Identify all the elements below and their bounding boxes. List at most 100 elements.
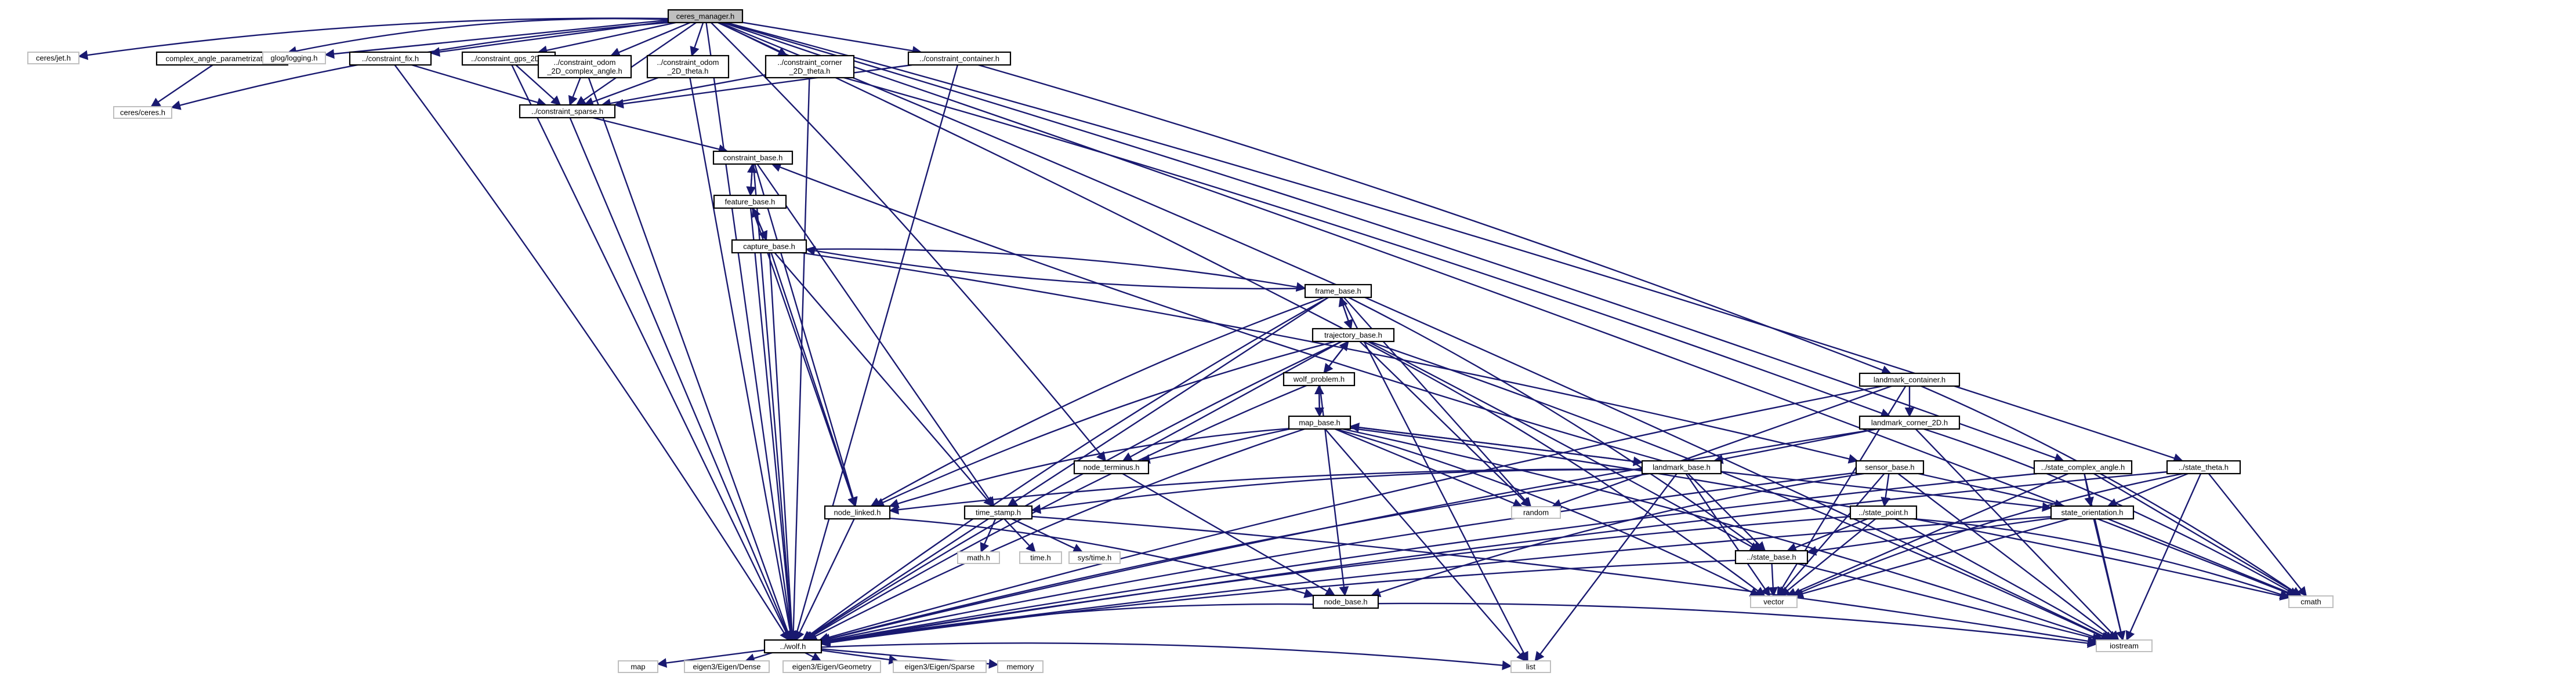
edge-feature_base-to-wolf: [749, 208, 796, 641]
edge-constraint_gps_2d-to-wolf: [511, 64, 791, 641]
node-landmark-corner[interactable]: landmark_corner_2D.h: [1858, 415, 1961, 430]
edge-ceres_manager-to-state_complex_angle: [724, 21, 2064, 463]
edge-landmark_container-to-random: [1551, 385, 1892, 508]
node-box: [2096, 639, 2153, 652]
node-wolf[interactable]: ../wolf.h: [763, 639, 823, 654]
node-box: [1511, 506, 1561, 519]
edge-map_base-to-node_terminus: [1140, 428, 1290, 464]
edge-ceres_manager-to-constraint_gps_2d: [537, 21, 676, 56]
node-constraint-odom-complex[interactable]: ../constraint_odom_2D_complex_angle.h: [537, 54, 632, 79]
edge-constraint_container-to-wolf: [792, 64, 959, 641]
edge-state_theta-to-state_orientation: [2107, 472, 2189, 508]
node-label: ../constraint_container.h: [919, 54, 999, 63]
edge-time_stamp-to-iostream: [1031, 515, 2097, 646]
edge-constraint_odom_complex-to-wolf: [588, 77, 792, 641]
node-label: eigen3/Eigen/Sparse: [905, 663, 975, 671]
edge-landmark_container-to-wolf: [818, 385, 1883, 642]
edge-constraint_base-to-node_linked: [754, 163, 858, 507]
node-state-orientation[interactable]: state_orientation.h: [2050, 505, 2135, 520]
node-state-complex-angle[interactable]: ../state_complex_angle.h: [2033, 460, 2133, 475]
edge-ceres_manager-to-wolf: [705, 22, 796, 641]
node-state-theta[interactable]: ../state_theta.h: [2166, 460, 2241, 475]
node-label: capture_base.h: [743, 242, 795, 251]
node-box: [997, 660, 1044, 673]
edge-state_point-to-state_base: [1787, 518, 1868, 552]
edge-constraint_sparse-to-wolf: [569, 117, 792, 641]
node-label: ../constraint_corner: [777, 58, 842, 67]
node-box: [2166, 460, 2241, 475]
node-math-h: math.h: [957, 551, 1000, 564]
node-constraint-odom-theta[interactable]: ../constraint_odom_2D_theta.h: [646, 54, 730, 79]
edge-state_theta-to-vector: [1791, 472, 2184, 597]
edge-map_base-to-cmath: [1350, 427, 2290, 601]
edge-complex_angle_param-to-ceres_ceres: [150, 64, 213, 107]
node-box: [537, 54, 632, 79]
node-capture-base[interactable]: capture_base.h: [731, 239, 807, 254]
node-label: node_terminus.h: [1084, 463, 1140, 472]
node-box: [1288, 415, 1352, 430]
node-node-linked[interactable]: node_linked.h: [824, 505, 891, 520]
node-map-base[interactable]: map_base.h: [1288, 415, 1352, 430]
node-node-terminus[interactable]: node_terminus.h: [1073, 460, 1150, 475]
node-constraint-base[interactable]: constraint_base.h: [712, 150, 794, 165]
node-state-base[interactable]: ../state_base.h: [1734, 550, 1809, 565]
node-sensor-base[interactable]: sensor_base.h: [1855, 460, 1925, 475]
node-frame-base[interactable]: frame_base.h: [1304, 283, 1372, 299]
edge-state_orientation-to-vector: [1793, 518, 2070, 599]
node-constraint-container[interactable]: ../constraint_container.h: [907, 51, 1012, 66]
node-eigen-dense: eigen3/Eigen/Dense: [684, 660, 770, 673]
node-label: trajectory_base.h: [1324, 331, 1382, 340]
edge-map_base-to-wolf: [807, 428, 1305, 641]
edge-map_base-to-iostream: [1342, 428, 2104, 642]
node-box: [2033, 460, 2133, 475]
edge-node_base-to-iostream: [1378, 602, 2097, 648]
node-complex-angle-param[interactable]: complex_angle_parametrization.h: [155, 51, 289, 66]
node-box: [1068, 551, 1121, 564]
edge-ceres_manager-to-state_theta: [726, 21, 2184, 463]
node-list: list: [1510, 660, 1551, 673]
edge-ceres_manager-to-state_base: [718, 21, 1760, 552]
node-wolf-problem[interactable]: wolf_problem.h: [1282, 372, 1356, 387]
node-constraint-corner[interactable]: ../constraint_corner_2D_theta.h: [765, 54, 855, 79]
edge-trajectory_base-to-random: [1359, 341, 1531, 508]
edge-wolf-to-eigen_sparse: [821, 649, 899, 665]
node-label: ../constraint_odom: [554, 58, 616, 67]
node-label: node_linked.h: [834, 508, 881, 517]
edge-frame_base-to-state_base: [1348, 296, 1762, 551]
node-box: [713, 194, 787, 209]
node-box: [1734, 550, 1809, 565]
node-trajectory-base[interactable]: trajectory_base.h: [1311, 328, 1395, 343]
node-time-stamp[interactable]: time_stamp.h: [963, 505, 1033, 520]
edge-state_point-to-cmath: [1914, 518, 2290, 599]
edge-state_base-to-iostream: [1796, 562, 2102, 643]
edge-time_stamp-to-time_h: [1003, 518, 1036, 553]
node-box: [1311, 328, 1395, 343]
edge-ceres_manager-to-constraint_odom_complex: [610, 21, 691, 57]
edge-map_base-to-vector: [1335, 428, 1760, 597]
node-landmark-container[interactable]: landmark_container.h: [1858, 372, 1961, 387]
node-node-base[interactable]: node_base.h: [1312, 594, 1379, 609]
node-label: ../constraint_fix.h: [362, 54, 419, 63]
edge-state_orientation-to-cmath: [2107, 518, 2298, 598]
edge-wolf_problem-to-wolf: [805, 384, 1307, 641]
edge-node_base-to-wolf: [820, 603, 1314, 648]
node-box: [1849, 505, 1918, 520]
edge-wolf_problem-to-trajectory_base: [1323, 340, 1349, 373]
node-landmark-base[interactable]: landmark_base.h: [1641, 460, 1722, 475]
node-box: [2288, 595, 2334, 608]
node-constraint-fix[interactable]: ../constraint_fix.h: [349, 51, 432, 66]
edge-map_base-to-wolf_problem: [1314, 384, 1324, 417]
edge-state_complex_angle-to-cmath: [2093, 472, 2302, 597]
node-state-point[interactable]: ../state_point.h: [1849, 505, 1918, 520]
edge-capture_base-to-node_linked: [770, 252, 857, 507]
node-label: memory: [1007, 663, 1034, 671]
node-feature-base[interactable]: feature_base.h: [713, 194, 787, 209]
node-label: random: [1523, 508, 1549, 517]
node-label: ../wolf.h: [780, 642, 806, 651]
edge-frame_base-to-wolf: [802, 296, 1329, 641]
node-label: ../constraint_sparse.h: [531, 107, 603, 116]
node-constraint-sparse[interactable]: ../constraint_sparse.h: [519, 104, 616, 119]
node-label: landmark_corner_2D.h: [1871, 419, 1948, 427]
node-ceres-manager[interactable]: ceres_manager.h: [667, 9, 744, 24]
node-box: [765, 54, 855, 79]
